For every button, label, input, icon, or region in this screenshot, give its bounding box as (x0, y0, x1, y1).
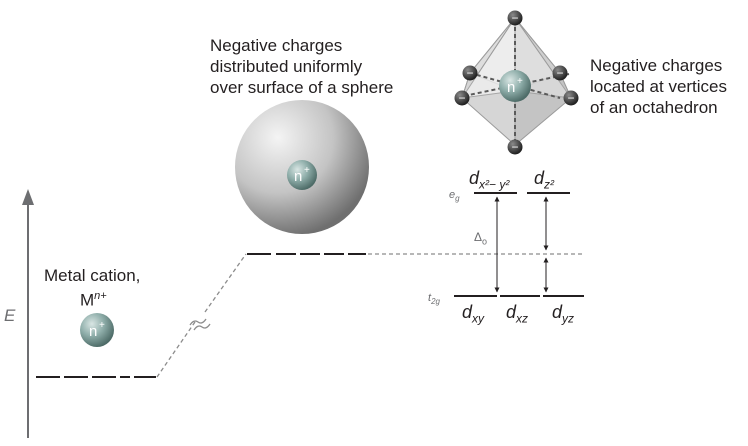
vertex-charge-back-right (552, 65, 568, 81)
svg-text:−: − (511, 140, 518, 154)
svg-text:−: − (466, 66, 473, 80)
vertex-charge-top (507, 10, 523, 26)
orbital-dxz: dxz (506, 302, 529, 326)
vertex-charges: − − − − − − (454, 10, 579, 155)
sphere-caption: Negative charges distributed uniformly o… (210, 36, 394, 97)
orbital-dx2-y2: dx²− y² (469, 168, 510, 192)
energy-axis-label: E (4, 306, 16, 325)
energy-connector (156, 253, 247, 378)
orbital-dz2: dz² (534, 168, 555, 192)
axis-break-mark (189, 318, 207, 326)
vertex-charge-front-left (454, 90, 470, 106)
sphere-ion-charge: + (304, 165, 310, 176)
ion-label: n (89, 323, 97, 340)
metal-cation-symbol: Mn+ (80, 290, 107, 310)
axis-arrowhead (22, 189, 34, 205)
octahedron-ion-charge: + (517, 76, 523, 87)
octahedron-caption: Negative charges located at vertices of … (590, 56, 728, 117)
charged-octahedron: n + − − − − − − (454, 10, 579, 155)
metal-cation-label: Metal cation, Mn+ (44, 265, 140, 311)
svg-text:−: − (511, 11, 518, 25)
svg-text:−: − (556, 66, 563, 80)
vertex-charge-bottom (507, 139, 523, 155)
sphere-ion (287, 160, 317, 190)
sphere-ion-label: n (294, 168, 302, 185)
orbital-dxy: dxy (462, 302, 485, 326)
vertex-charge-front-right (563, 90, 579, 106)
eg-label: eg (449, 189, 460, 204)
charged-sphere: n + (235, 100, 369, 234)
svg-text:−: − (458, 91, 465, 105)
t2g-label: t2g (428, 292, 440, 307)
vertex-charge-back-left (462, 65, 478, 81)
octahedron-ion (499, 70, 531, 102)
svg-text:−: − (567, 91, 574, 105)
metal-cation-label-line1: Metal cation, (44, 266, 141, 285)
octahedron-ion-label: n (507, 79, 515, 96)
delta-o-label: Δo (474, 230, 488, 247)
energy-axis (22, 189, 34, 438)
orbital-dyz: dyz (552, 302, 575, 326)
metal-cation-ion: n + (80, 313, 114, 347)
ion-charge: + (99, 320, 105, 331)
